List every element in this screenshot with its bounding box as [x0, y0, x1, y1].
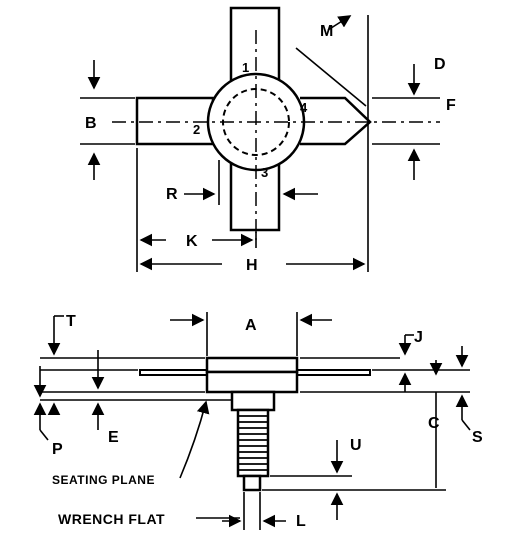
dim-label-M: M: [320, 23, 333, 40]
lead-2: [135, 96, 215, 146]
pin-label-2: 2: [193, 122, 200, 137]
centerlines: [112, 30, 440, 240]
dim-label-R: R: [166, 186, 178, 203]
seating-plane-label: SEATING PLANE: [52, 473, 155, 487]
dim-label-H: H: [246, 257, 258, 274]
dim-label-F: F: [446, 97, 456, 114]
package-cap: [205, 356, 299, 374]
stud-hex: [230, 390, 276, 412]
dim-label-P: P: [52, 441, 63, 458]
threaded-stud: [236, 408, 270, 478]
dim-label-A: A: [245, 317, 257, 334]
wrench-flat-label: WRENCH FLAT: [58, 511, 165, 527]
dim-label-B: B: [85, 115, 97, 132]
pin-label-3: 3: [261, 165, 268, 180]
package-base: [205, 370, 299, 394]
side-dimensions: [33, 312, 471, 530]
dim-label-J: J: [414, 329, 423, 346]
dim-label-U: U: [350, 437, 362, 454]
dim-label-S: S: [472, 429, 483, 446]
dim-label-K: K: [186, 233, 198, 250]
dim-label-C: C: [428, 415, 440, 432]
dim-label-T: T: [66, 313, 76, 330]
dim-label-D: D: [434, 56, 446, 73]
side-view: [139, 356, 371, 492]
pin-label-4: 4: [300, 100, 308, 115]
wrench-flat-tip: [242, 474, 262, 492]
top-dimensions: [80, 15, 440, 272]
dim-label-L: L: [296, 513, 306, 530]
dim-label-E: E: [108, 429, 119, 446]
lead-4: [300, 96, 372, 146]
stud-threads: [238, 415, 268, 471]
pin-label-1: 1: [242, 60, 249, 75]
